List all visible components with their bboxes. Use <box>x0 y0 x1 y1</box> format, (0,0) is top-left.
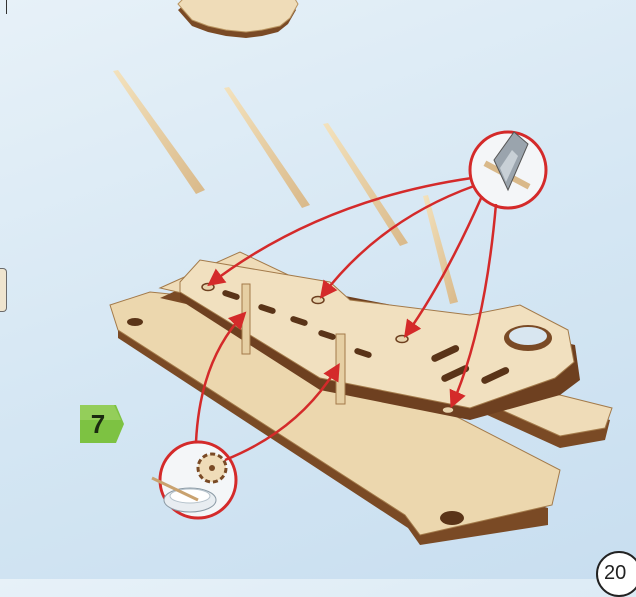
step-number: 7 <box>80 405 116 443</box>
gear-part-icon <box>178 0 298 38</box>
wooden-pins-icon <box>113 70 458 304</box>
assembly-illustration <box>0 0 636 579</box>
step-badge: 7 <box>80 405 124 443</box>
glue-bowl-detail-icon <box>152 442 236 518</box>
instruction-page: 7 20 <box>0 0 636 579</box>
page-number: 20 <box>596 551 636 597</box>
